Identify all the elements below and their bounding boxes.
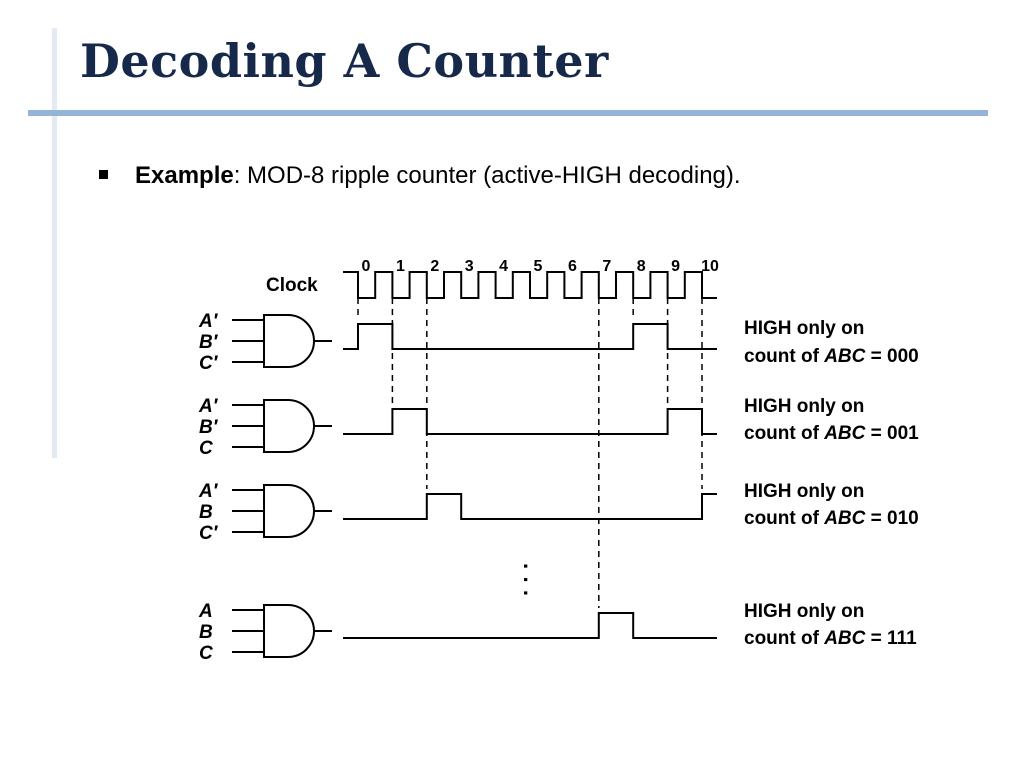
decoder-description-line2: count of ABC = 001	[744, 423, 919, 444]
desc-prefix: count of	[744, 346, 824, 367]
pulse-number: 5	[534, 258, 543, 275]
desc-variable: ABC	[823, 508, 865, 529]
bullet-body: : MOD-8 ripple counter (active-HIGH deco…	[233, 162, 741, 189]
slide-title: Decoding A Counter	[80, 34, 609, 88]
decoder-output-waveform	[343, 408, 717, 435]
decoder-description-line2: count of ABC = 000	[744, 346, 919, 367]
decoder-description-line1: HIGH only on	[744, 601, 864, 622]
gate-input-label: A	[198, 601, 213, 622]
decoder-row: A′B′C′ HIGH only on count of ABC = 000	[198, 311, 919, 374]
clock-row: Clock 0 1 2 3 4 5 6 7 8 9 10	[266, 258, 719, 299]
bullet-item: Example: MOD-8 ripple counter (active-HI…	[135, 162, 741, 190]
and-gate-icon	[263, 314, 315, 368]
pulse-number: 2	[430, 258, 439, 275]
decoder-row: ABC HIGH only on count of ABC = 111	[198, 601, 917, 664]
decoder-row: A′BC′ HIGH only on count of ABC = 010	[198, 481, 919, 544]
desc-prefix: count of	[744, 628, 824, 649]
gate-input-label: A′	[198, 396, 219, 417]
alignment-guides	[357, 298, 703, 608]
desc-value: = 000	[865, 346, 918, 367]
decoder-description-line2: count of ABC = 111	[744, 628, 917, 649]
and-gate-icon	[263, 399, 315, 453]
desc-value: = 111	[865, 628, 917, 649]
bullet-square-icon	[99, 170, 108, 179]
gate-input-label: B′	[199, 332, 219, 353]
bullet-label: Example	[135, 162, 234, 189]
gate-input-label: C′	[199, 353, 219, 374]
gate-input-label: A′	[198, 311, 219, 332]
desc-variable: ABC	[823, 628, 865, 649]
desc-variable: ABC	[823, 423, 865, 444]
vertical-ellipsis: · · ·	[513, 563, 538, 597]
decoder-description-line2: count of ABC = 010	[744, 508, 919, 529]
pulse-number: 9	[671, 258, 680, 275]
desc-prefix: count of	[744, 423, 824, 444]
left-accent-bar	[52, 28, 57, 458]
clock-waveform	[343, 271, 717, 299]
desc-prefix: count of	[744, 508, 824, 529]
desc-variable: ABC	[823, 346, 865, 367]
gate-input-label: B	[199, 502, 213, 523]
and-gate-icon	[263, 604, 315, 658]
pulse-number: 4	[499, 258, 508, 275]
gate-input-label: C	[199, 643, 213, 664]
pulse-numbers: 0 1 2 3 4 5 6 7 8 9 10	[362, 258, 719, 275]
pulse-number: 3	[465, 258, 474, 275]
clock-label: Clock	[266, 275, 318, 296]
decoder-description-line1: HIGH only on	[744, 396, 864, 417]
desc-value: = 010	[865, 508, 918, 529]
decoder-description-line1: HIGH only on	[744, 481, 864, 502]
gate-input-label: A′	[198, 481, 219, 502]
decoder-row: A′B′C HIGH only on count of ABC = 001	[198, 396, 919, 459]
title-divider	[28, 110, 988, 116]
decoder-output-waveform	[343, 323, 717, 350]
desc-value: = 001	[865, 423, 919, 444]
decoder-output-waveform	[343, 493, 717, 520]
pulse-number: 6	[568, 258, 577, 275]
gate-input-label: C	[199, 438, 213, 459]
pulse-number: 10	[701, 258, 719, 275]
gate-input-label: B	[199, 622, 213, 643]
gate-input-label: B′	[199, 417, 219, 438]
pulse-number: 7	[602, 258, 611, 275]
pulse-number: 8	[637, 258, 646, 275]
gate-input-label: C′	[199, 523, 219, 544]
and-gate-icon	[263, 484, 315, 538]
decoder-description-line1: HIGH only on	[744, 318, 864, 339]
pulse-number: 0	[362, 258, 371, 275]
pulse-number: 1	[396, 258, 405, 275]
decoder-output-waveform	[343, 612, 717, 639]
